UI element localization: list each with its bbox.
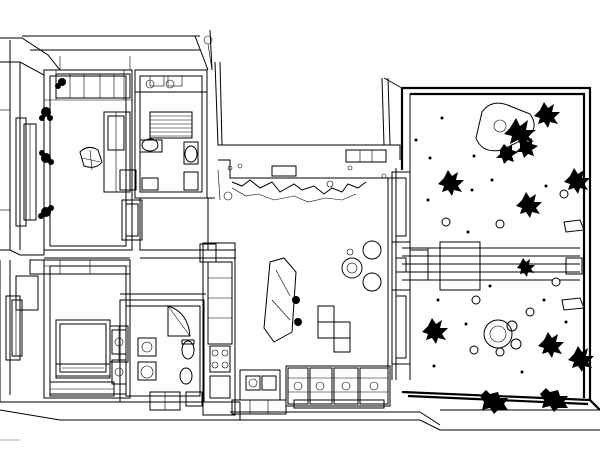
bed-icon [55, 319, 111, 379]
plant-icon [496, 102, 560, 164]
bathtub-icon [149, 111, 193, 139]
room-bedroom [5, 257, 131, 399]
chair-icon [79, 146, 103, 171]
toilet-icon [183, 141, 199, 165]
exterior-walls [0, 29, 600, 431]
sofa-icon [475, 102, 535, 152]
misc-details [0, 35, 213, 441]
room-study [15, 69, 143, 251]
tree-icon [422, 168, 594, 414]
kitchen-counter-bottom [231, 365, 391, 415]
toilet-icon [179, 339, 195, 385]
room-living [135, 149, 400, 380]
table-icon [263, 257, 302, 343]
room-bathroom-top [134, 69, 208, 199]
room-kitchen [199, 242, 236, 416]
room-terrace [383, 77, 600, 414]
room-bathroom-bottom [111, 293, 206, 411]
plant-icon [38, 78, 66, 219]
